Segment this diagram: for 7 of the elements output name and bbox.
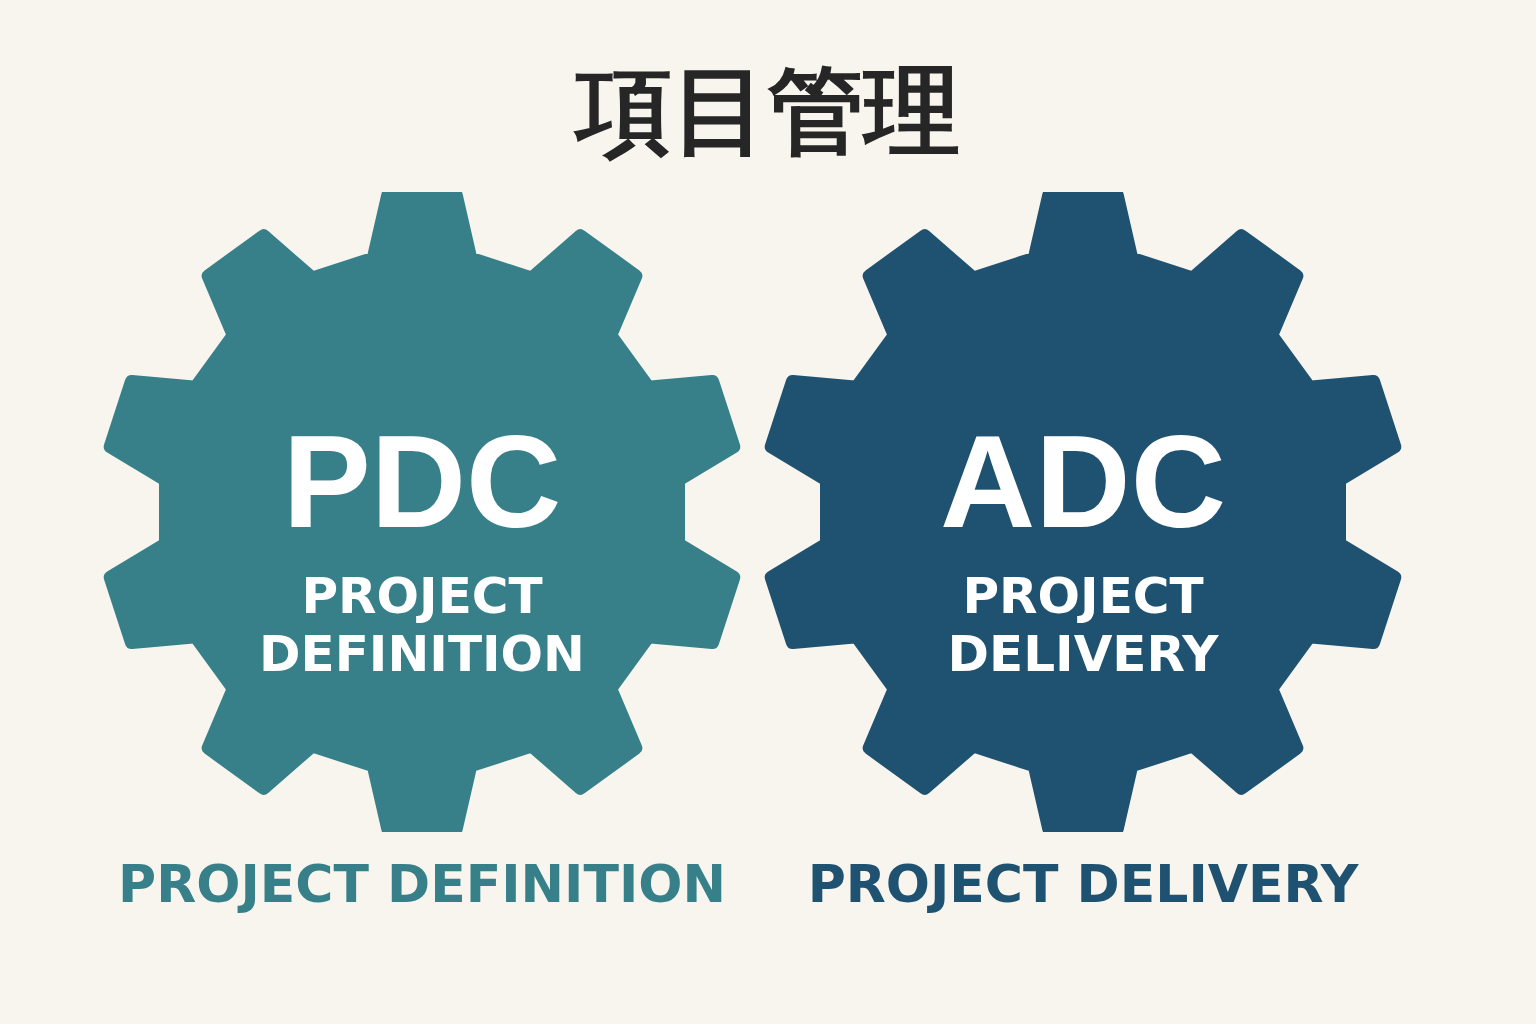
gear-abbreviation: PDC <box>281 407 563 557</box>
gear-caption: PROJECT DEFINITION <box>258 567 586 683</box>
gear-label: PROJECT DEFINITION <box>117 855 727 913</box>
title: 項目管理 <box>0 48 1536 178</box>
gear-abbreviation: ADC <box>939 407 1227 557</box>
gear-caption: PROJECT DELIVERY <box>946 567 1220 683</box>
gear-label: PROJECT DELIVERY <box>806 855 1360 913</box>
